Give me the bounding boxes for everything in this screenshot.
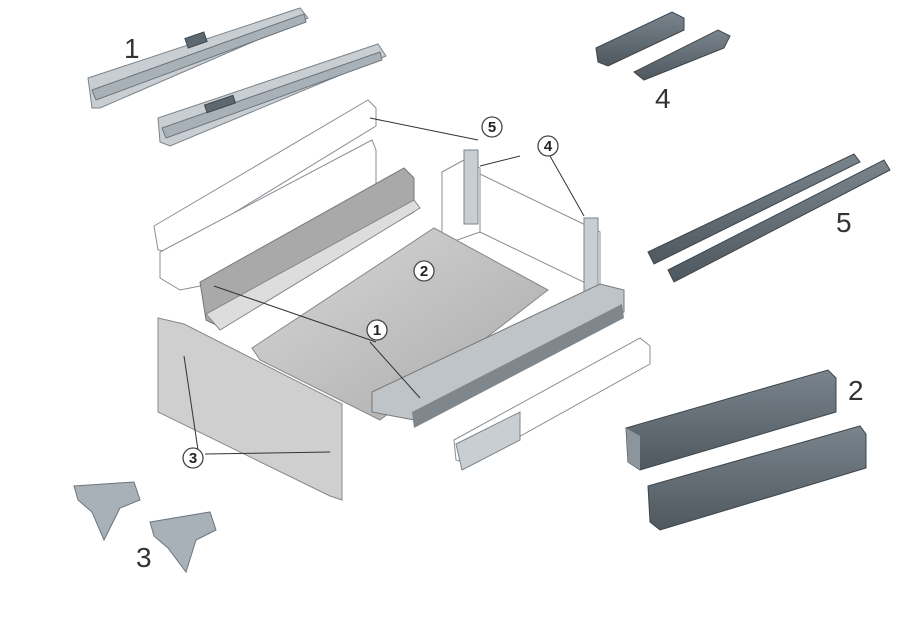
part-gallery-rails xyxy=(647,153,891,283)
part-label-5: 5 xyxy=(836,207,852,238)
part-label-3: 3 xyxy=(136,542,152,573)
part-runners xyxy=(87,7,387,147)
part-side-walls xyxy=(625,369,867,531)
part-label-2: 2 xyxy=(848,375,864,406)
svg-text:4: 4 xyxy=(544,138,553,155)
svg-text:2: 2 xyxy=(420,263,428,280)
part-label-1: 1 xyxy=(124,33,140,64)
svg-text:1: 1 xyxy=(373,322,381,339)
svg-text:5: 5 xyxy=(488,119,496,136)
drawer-assembly xyxy=(153,99,651,501)
part-brackets xyxy=(595,11,731,81)
callout-1: 1 xyxy=(366,319,388,341)
svg-text:3: 3 xyxy=(189,450,197,467)
part-front-fixings xyxy=(73,481,217,574)
callout-5: 5 xyxy=(481,116,503,138)
callout-4: 4 xyxy=(537,135,559,157)
callout-3: 3 xyxy=(182,447,204,469)
part-label-4: 4 xyxy=(655,83,671,114)
callout-2: 2 xyxy=(413,260,435,282)
